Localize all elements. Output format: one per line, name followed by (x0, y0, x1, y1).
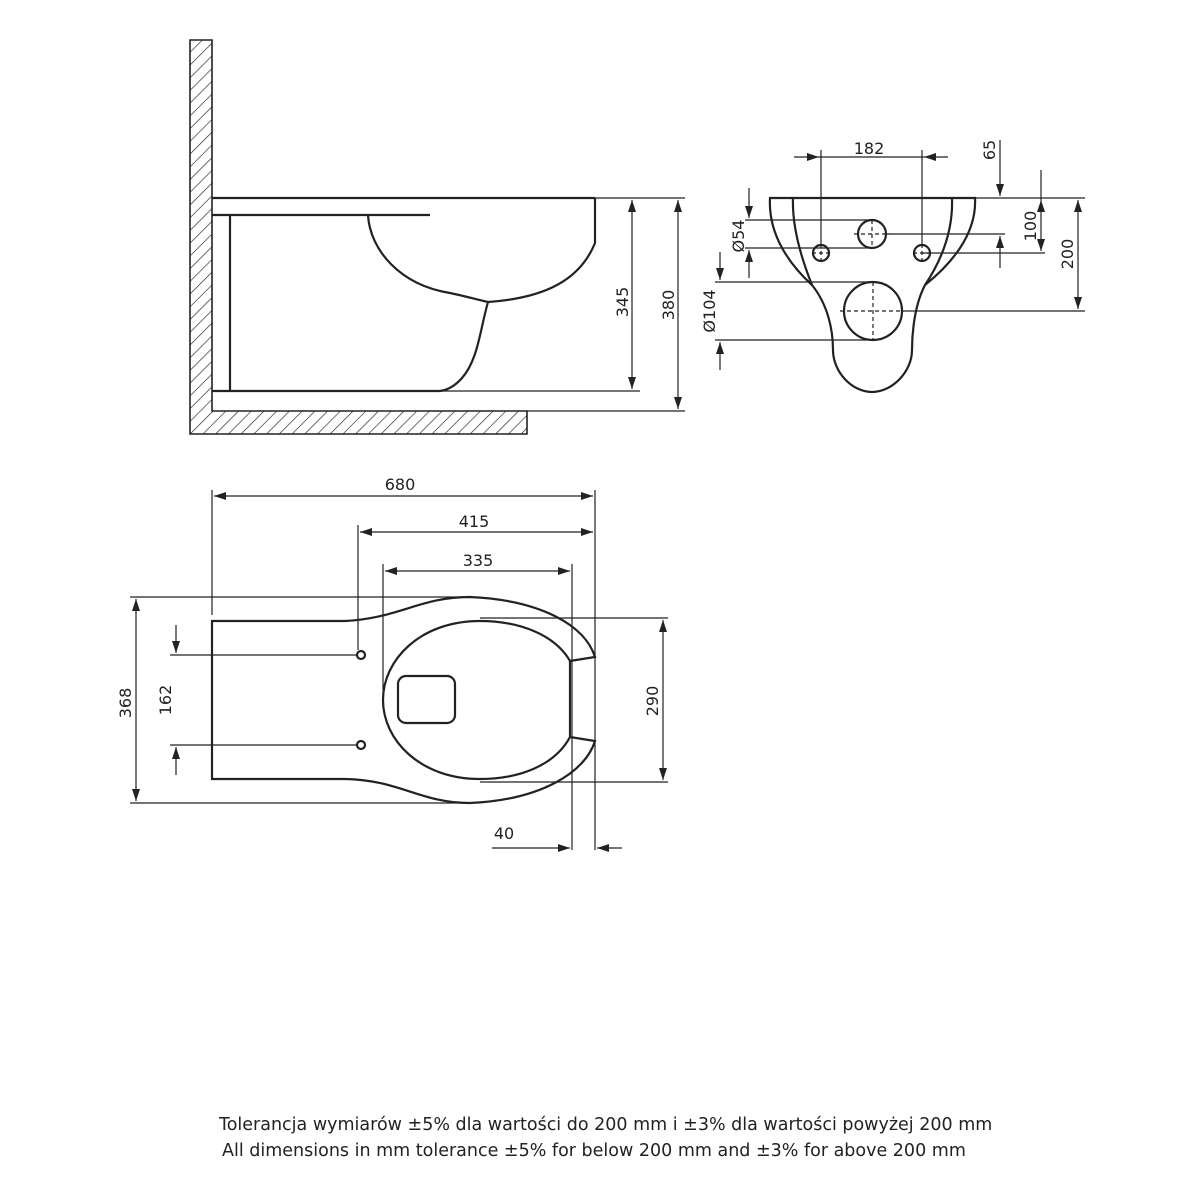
mounting-frame (212, 196, 595, 393)
tolerance-note-polish: Tolerancja wymiarów ±5% dla wartości do … (219, 1115, 993, 1135)
dim-345: 345 (613, 287, 632, 318)
dim-104: Ø104 (700, 289, 719, 332)
dim-368: 368 (116, 688, 135, 719)
wall-section (189, 39, 528, 435)
side-view: 345 380 (189, 39, 685, 435)
dim-40: 40 (494, 824, 514, 843)
bowl-inner (366, 214, 489, 304)
bowl-opening (396, 674, 457, 725)
dim-65: 65 (980, 140, 999, 160)
bowl-front-inner-right (924, 197, 954, 286)
dim-54: Ø54 (729, 220, 748, 253)
bowl-side-outline (439, 198, 597, 393)
fixing-point-bottom (355, 739, 367, 751)
dim-200: 200 (1058, 239, 1077, 270)
dim-100: 100 (1021, 211, 1040, 242)
dim-680: 680 (385, 475, 416, 494)
top-view: 680 415 335 368 162 290 40 (116, 475, 668, 852)
dim-335: 335 (463, 551, 494, 570)
fixing-point-top (355, 649, 367, 661)
dim-290: 290 (643, 686, 662, 717)
bowl-front-inner-left (791, 197, 814, 286)
dim-182: 182 (854, 139, 885, 158)
tolerance-note-english: All dimensions in mm tolerance ±5% for b… (222, 1141, 966, 1161)
seat-outline (381, 619, 571, 781)
front-view: 182 65 100 200 Ø54 Ø104 (700, 139, 1085, 394)
dim-380: 380 (659, 290, 678, 321)
dim-415: 415 (459, 512, 490, 531)
bowl-top-outline (210, 595, 597, 805)
dim-162: 162 (156, 685, 175, 716)
